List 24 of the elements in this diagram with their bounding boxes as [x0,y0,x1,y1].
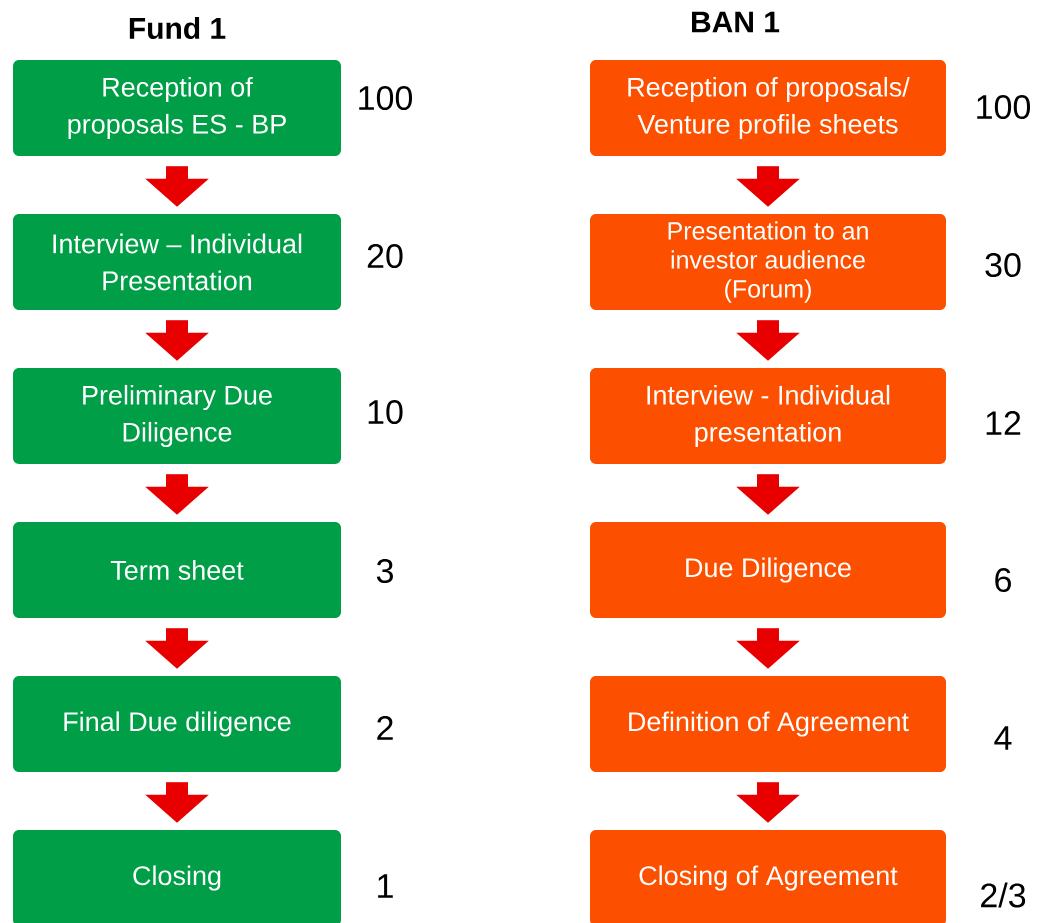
process-box: Due Diligence [590,522,946,618]
process-box: Reception of proposals/ Venture profile sheets [590,60,946,156]
process-box: Presentation to an investor audience (Forum) [590,214,946,310]
step-count: 30 [985,252,1021,278]
process-box: Preliminary Due Diligence [13,368,341,464]
process-box: Closing [13,830,341,923]
step-count: 6 [995,567,1011,593]
step-count: 100 [977,94,1031,120]
step-count: 2/3 [981,882,1026,908]
step-count: 20 [367,243,403,269]
process-box: Final Due diligence [13,676,341,772]
step-count: 3 [376,558,393,584]
step-count: 4 [994,726,1012,750]
process-box: Reception of proposals ES - BP [13,60,341,156]
step-count: 1 [378,874,393,898]
process-box: Interview - Individual presentation [590,368,946,464]
step-count: 2 [377,716,393,740]
step-count: 10 [368,399,403,425]
process-box: Term sheet [13,522,341,618]
process-box: Interview – Individual Presentation [13,214,341,310]
step-count: 12 [986,411,1021,435]
process-box: Closing of Agreement [590,830,946,923]
process-box: Definition of Agreement [590,676,946,772]
step-count: 100 [359,85,413,111]
